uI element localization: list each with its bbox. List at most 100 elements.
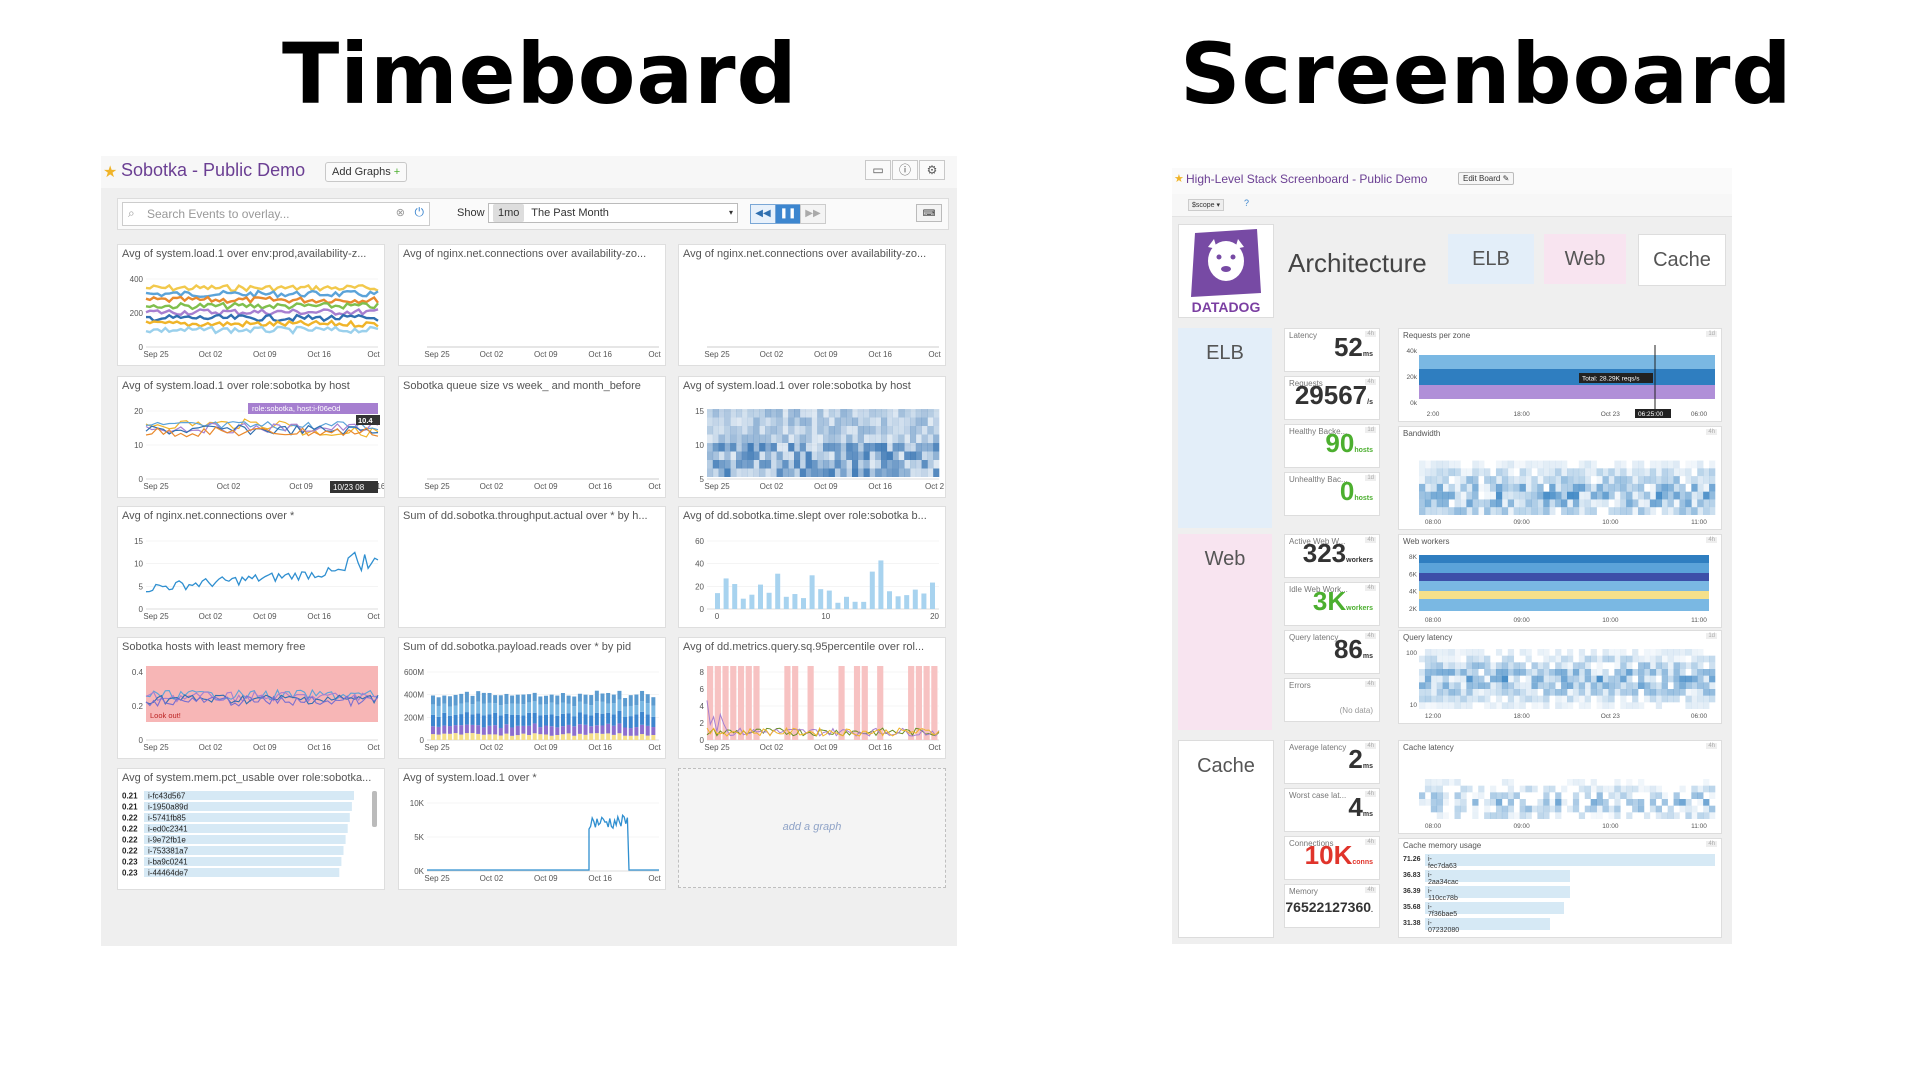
heatmap-cell (1537, 675, 1544, 683)
heatmap-cell (1655, 792, 1663, 799)
graph-widget[interactable]: Avg of nginx.net.connections over availa… (398, 244, 666, 366)
heatmap-cell (828, 409, 835, 418)
heatmap-cell (776, 417, 783, 426)
heatmap-cell (828, 468, 835, 477)
graph-widget[interactable]: Avg of system.load.1 over env:prod,avail… (117, 244, 385, 366)
x-tick-label: 08:00 (1425, 617, 1442, 624)
heatmap-cell (811, 460, 818, 469)
heatmap-cell (840, 451, 847, 460)
graph-widget[interactable]: Sum of dd.sobotka.throughput.actual over… (398, 506, 666, 628)
graph-widget[interactable]: Avg of system.load.1 over role:sobotka b… (117, 376, 385, 498)
heatmap-cell (782, 468, 789, 477)
info-icon[interactable]: ⓘ (892, 160, 918, 180)
keyboard-icon[interactable]: ⌨ (916, 204, 942, 222)
heatmap-cell (1590, 785, 1597, 793)
stacked-bar-segment (634, 694, 639, 706)
graph-widget[interactable]: Sum of dd.sobotka.payload.reads over * b… (398, 637, 666, 759)
clear-icon[interactable]: ⊗ (395, 207, 405, 219)
pause-button[interactable]: ❚❚ (775, 204, 801, 224)
stacked-bar-segment (651, 697, 656, 706)
heatmap-cell (1578, 779, 1586, 786)
heatmap-cell (1501, 792, 1509, 799)
heatmap-cell (1490, 799, 1497, 806)
graph-widget[interactable]: Avg of dd.metrics.query.sq.95percentile … (678, 637, 946, 759)
heatmap-cell (1519, 476, 1526, 484)
event-search-input[interactable]: ⌕ Search Events to overlay... ⊗ ⏻ (122, 202, 430, 226)
graph-widget[interactable]: Avg of system.load.1 over role:sobotka b… (678, 376, 946, 498)
heatmap-cell (1578, 695, 1586, 703)
heatmap-cell (765, 468, 772, 477)
heatmap-cell (1691, 649, 1698, 656)
x-tick-label: 10:00 (1602, 519, 1619, 526)
stacked-bar-segment (459, 734, 464, 740)
heatmap-cell (712, 417, 719, 426)
y-tick-label: 200 (130, 309, 144, 318)
scope-selector[interactable]: $scope ▾ (1188, 199, 1225, 211)
graph-widget[interactable]: Avg of system.mem.pct_usable over role:s… (117, 768, 385, 890)
heatmap-cell (840, 434, 847, 443)
graph-widget[interactable]: Sobotka queue size vs week_ and month_be… (398, 376, 666, 498)
heatmap-cell (1490, 491, 1497, 500)
heatmap-cell (794, 468, 801, 477)
graph-widget[interactable]: Avg of nginx.net.connections over availa… (678, 244, 946, 366)
time-range-select[interactable]: 1mo The Past Month ▾ (488, 203, 738, 223)
tv-mode-icon[interactable]: ▭ (865, 160, 891, 180)
graph-widget[interactable]: Avg of nginx.net.connections over *Sep 2… (117, 506, 385, 628)
add-graph-placeholder[interactable]: add a graph (678, 768, 946, 888)
heatmap-cell (1590, 805, 1597, 813)
heatmap-cell (852, 434, 859, 443)
heatmap-cell (817, 443, 824, 452)
heatmap-cell (1537, 460, 1544, 469)
add-graphs-button[interactable]: Add Graphs + (325, 162, 408, 182)
heatmap-cell (1567, 689, 1574, 696)
heatmap-cell (1596, 675, 1603, 683)
heatmap-cell (1679, 689, 1686, 696)
power-icon[interactable]: ⏻ (414, 205, 425, 219)
heatmap-cell (1649, 491, 1657, 500)
heatmap-cell (1661, 812, 1668, 819)
heatmap-cell (1531, 689, 1538, 696)
stacked-bar-segment (628, 735, 633, 740)
heatmap-cell (1484, 702, 1491, 709)
graph-title: Sobotka hosts with least memory free (122, 641, 306, 653)
gear-icon[interactable]: ⚙ (919, 160, 945, 180)
heatmap-cell (718, 468, 725, 477)
heatmap-cell (1578, 483, 1586, 492)
help-icon[interactable]: ? (1244, 198, 1250, 208)
forward-button[interactable]: ▶▶ (800, 204, 826, 224)
favorite-star-icon[interactable]: ★ (1174, 173, 1184, 185)
rewind-button[interactable]: ◀◀ (750, 204, 776, 224)
heatmap-cell (904, 426, 911, 435)
stacked-bar-segment (628, 728, 633, 736)
heatmap-cell (1661, 649, 1668, 656)
stacked-bar-segment (549, 735, 554, 740)
heatmap-cell (892, 434, 899, 443)
favorite-star-icon[interactable]: ★ (103, 164, 118, 181)
edit-board-button[interactable]: Edit Board ✎ (1458, 172, 1515, 185)
heatmap-cell (1590, 483, 1597, 492)
stacked-bar-segment (589, 695, 594, 706)
graph-widget[interactable]: Avg of dd.sobotka.time.slept over role:s… (678, 506, 946, 628)
stacked-area-band (1419, 555, 1709, 563)
stacked-bar-segment (611, 714, 616, 726)
